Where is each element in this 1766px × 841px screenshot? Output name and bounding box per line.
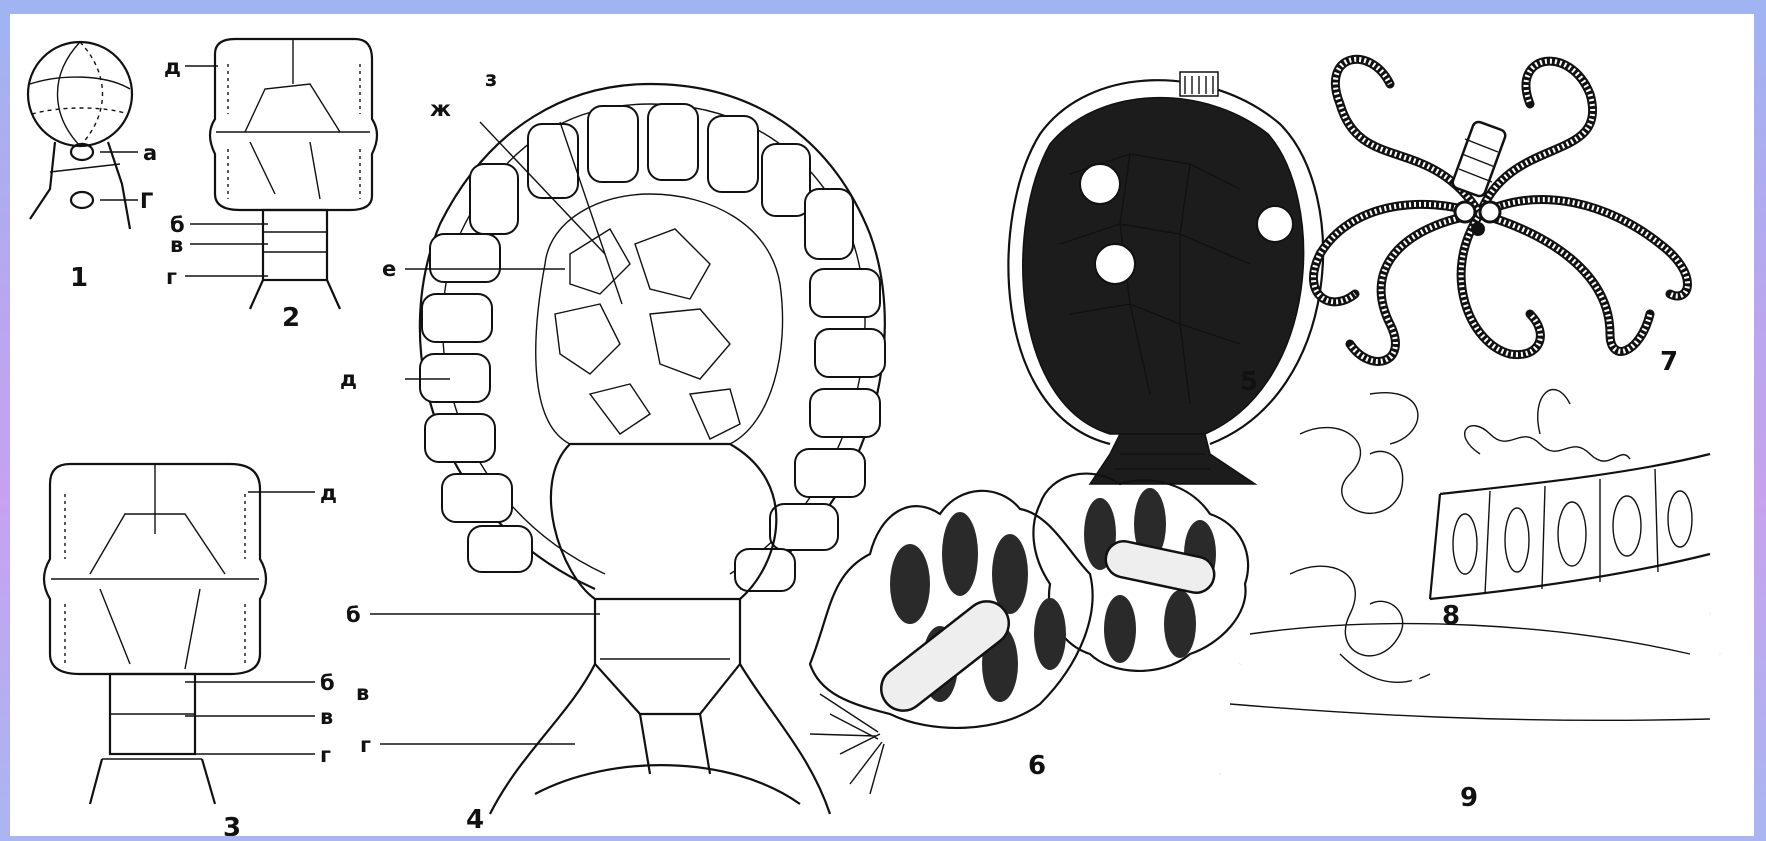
panel-number-6: 6 [1028, 751, 1046, 781]
panel-number-7: 7 [1660, 347, 1678, 377]
figure-4-drawing [370, 84, 885, 814]
label-d-fig4: д [340, 367, 357, 391]
label-z-fig4: з [485, 67, 497, 91]
figure-2-drawing [185, 39, 377, 309]
figure-9-drawing [1220, 609, 1720, 774]
label-v-fig2: в [170, 233, 183, 257]
panel-number-8: 8 [1442, 601, 1460, 631]
label-v-fig3: в [320, 705, 333, 729]
label-e-fig4: е [382, 257, 396, 281]
label-g-fig4: г [360, 733, 371, 757]
panel-number-4: 4 [466, 805, 484, 835]
label-d-fig2: д [164, 55, 181, 79]
label-b-fig4: б [346, 603, 361, 627]
label-v-fig4: в [356, 681, 369, 705]
figure-3-drawing [44, 464, 315, 804]
panel-number-2: 2 [282, 303, 300, 333]
figure-6-drawing [810, 474, 1248, 794]
label-g-fig2: г [166, 265, 177, 289]
label-b-fig3: б [320, 671, 335, 695]
panel-number-1: 1 [70, 263, 88, 293]
label-g-fig3: г [320, 743, 331, 767]
label-a-fig1: а [143, 141, 157, 165]
figure-1-drawing [28, 42, 138, 229]
panel-number-9: 9 [1460, 783, 1478, 813]
label-zh-fig4: ж [430, 97, 451, 121]
label-g-fig1: Г [140, 189, 153, 213]
plant-structures-figure: 1 2 3 4 5 6 7 8 9 а Г д б в г д б в г з … [10, 14, 1754, 836]
panel-number-3: 3 [223, 813, 241, 836]
label-d-fig3: д [320, 481, 337, 505]
panel-number-5: 5 [1240, 367, 1258, 397]
figure-7-drawing [1313, 59, 1687, 361]
figure-panel: 1 2 3 4 5 6 7 8 9 а Г д б в г д б в г з … [10, 14, 1754, 836]
figure-5-drawing [1008, 72, 1323, 484]
